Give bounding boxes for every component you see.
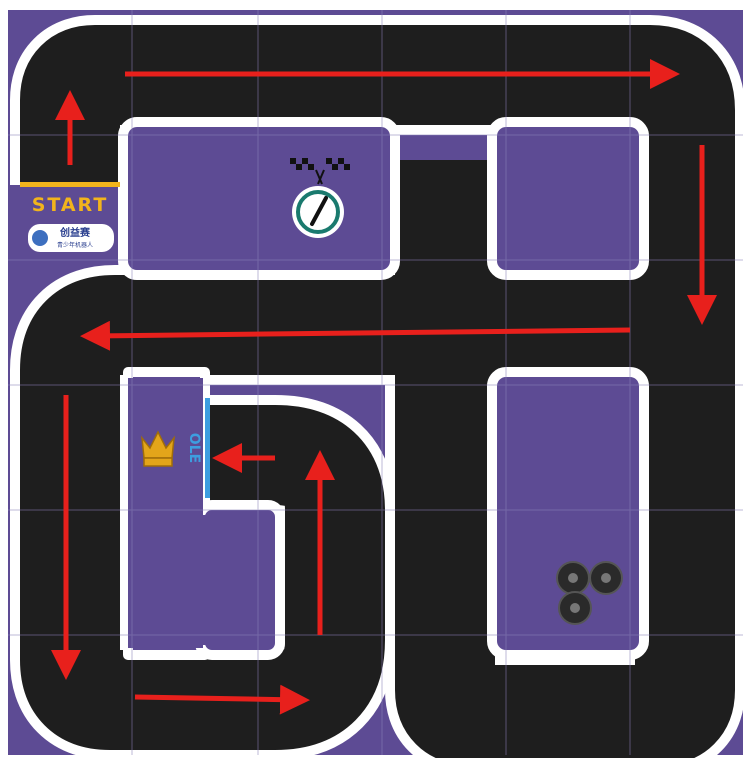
arrow-right-bottom xyxy=(135,697,300,700)
finish-line xyxy=(205,398,210,498)
logo-text: 创益赛 xyxy=(59,226,91,239)
start-label: START xyxy=(32,194,109,216)
finish-label: OLE xyxy=(186,433,202,463)
start-line xyxy=(20,182,120,187)
sponsor-logo: 创益赛 青少年机器人 xyxy=(28,224,114,252)
logo-subtext: 青少年机器人 xyxy=(57,241,93,249)
steering-logo-icon xyxy=(292,186,344,238)
